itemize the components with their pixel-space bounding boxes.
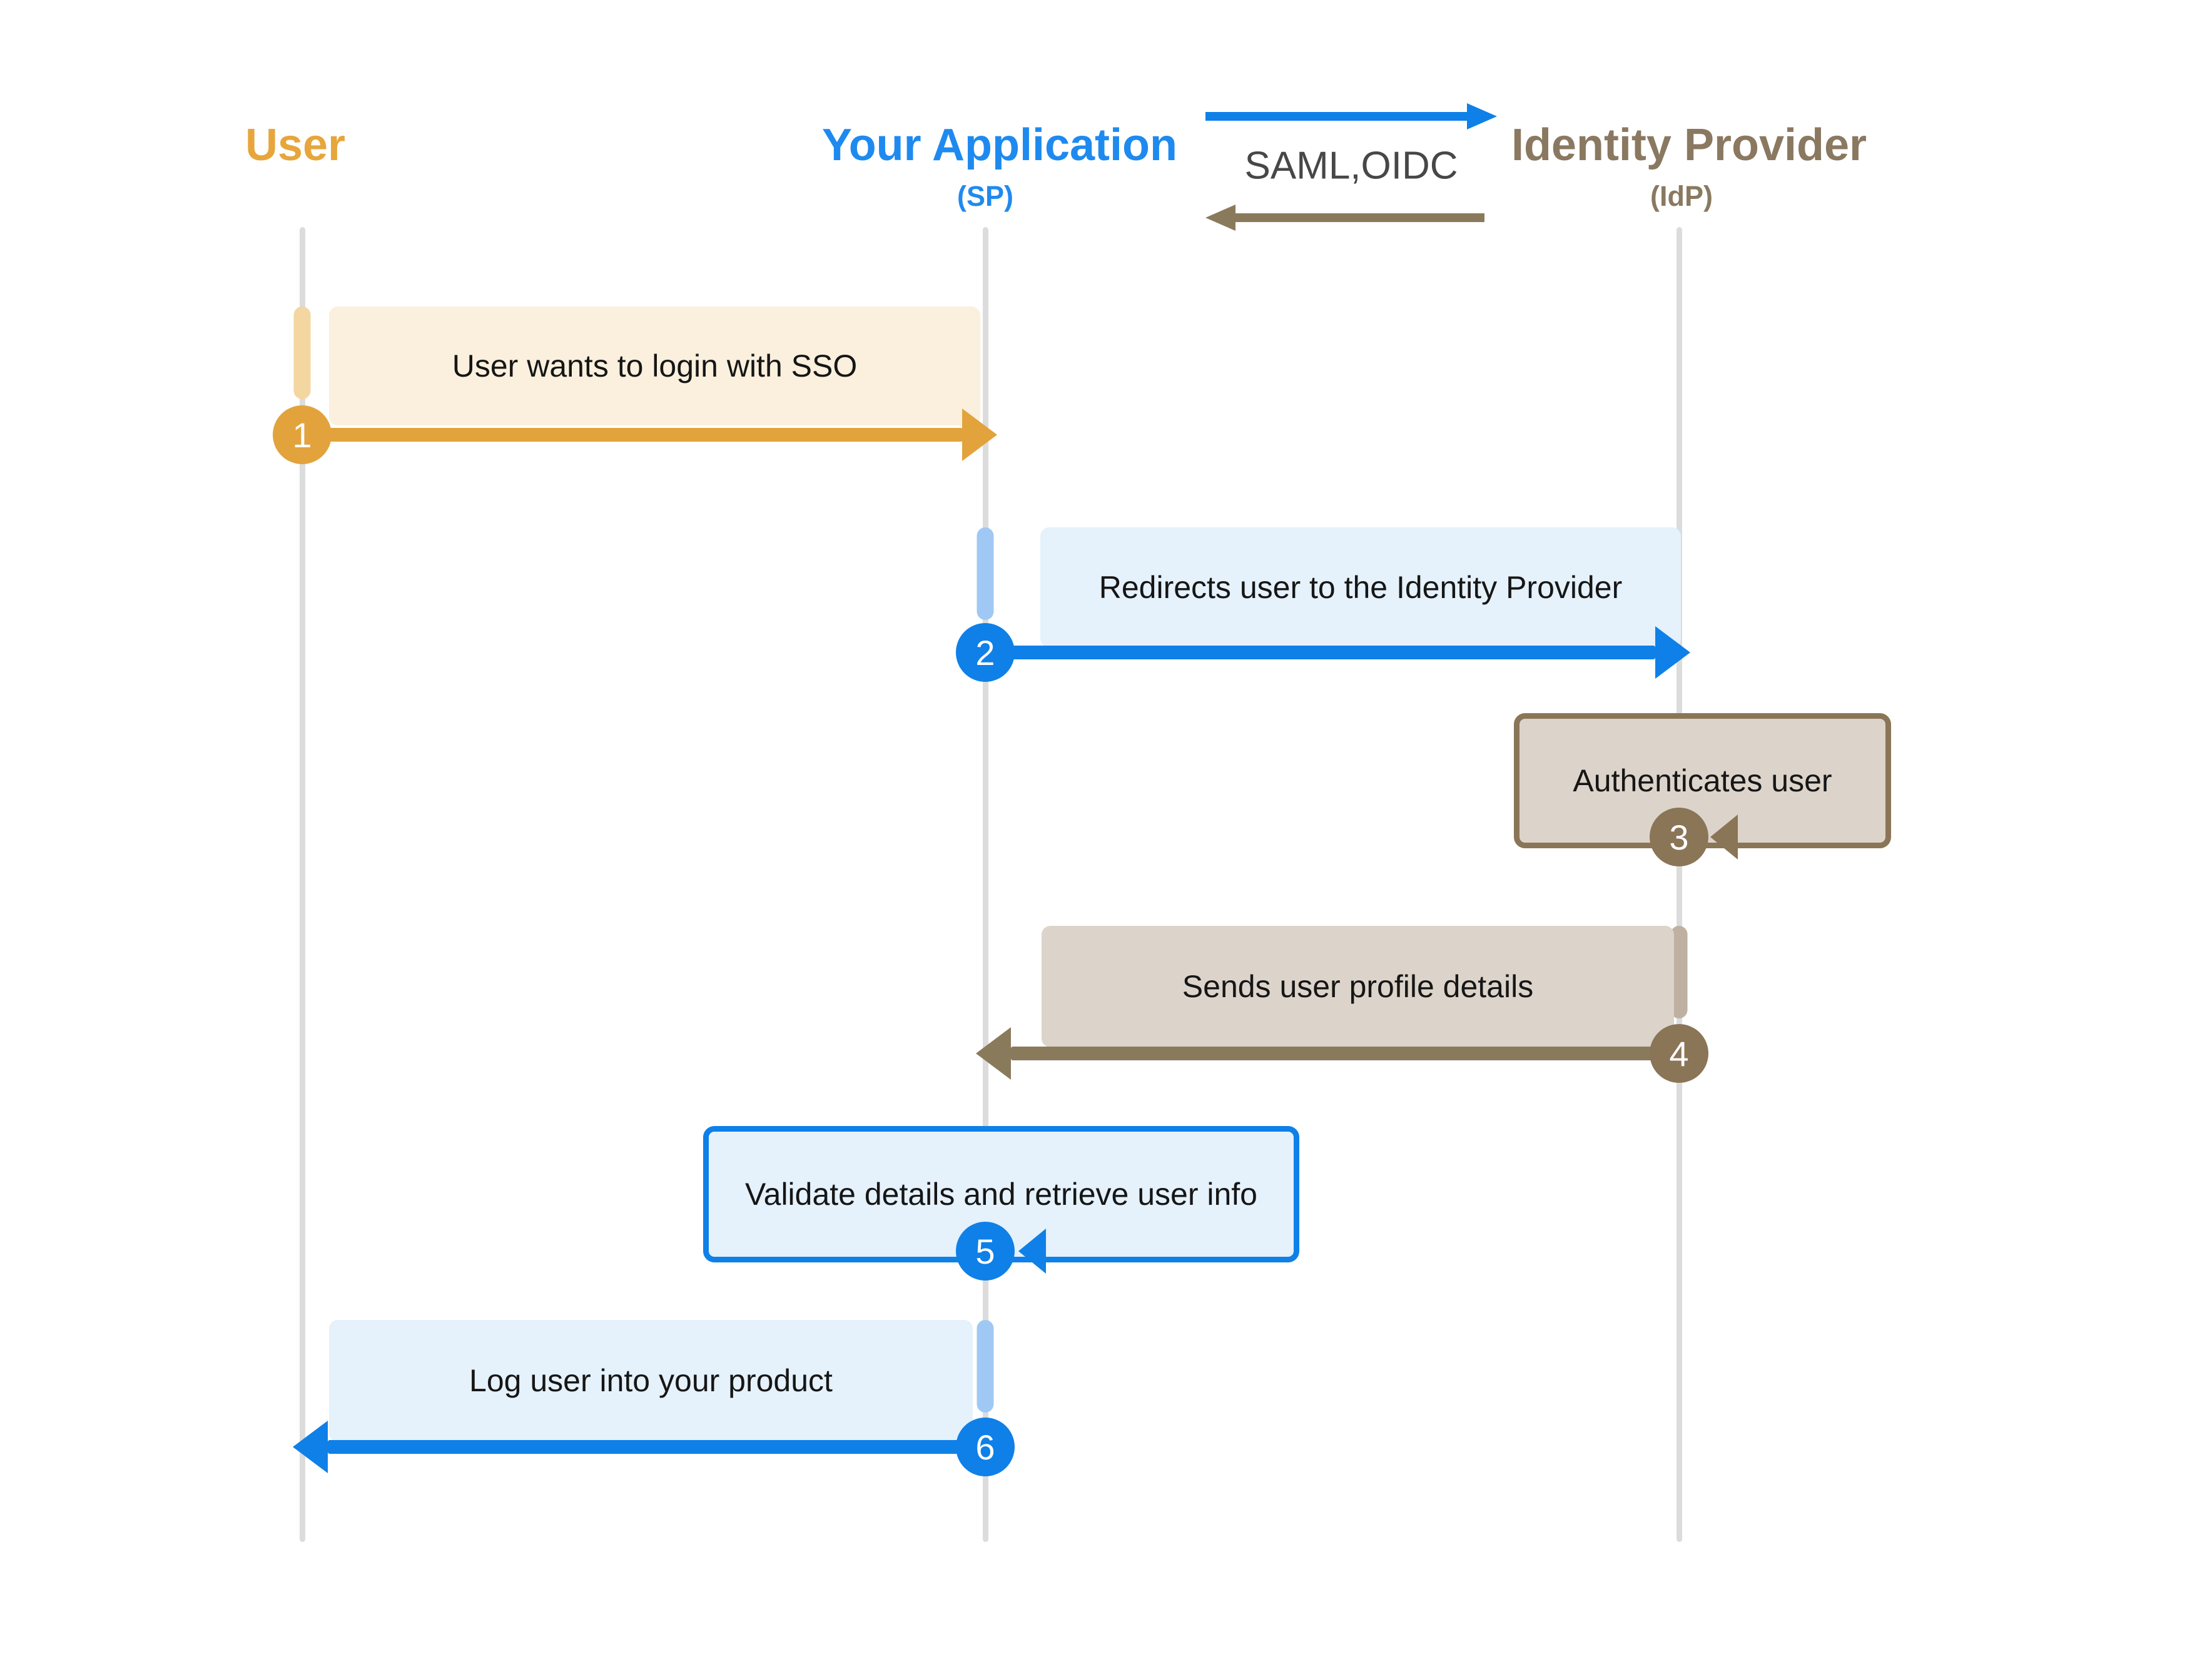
step-4-arrowhead-left-icon	[976, 1027, 1011, 1080]
step-6-message-box: Log user into your product	[329, 1320, 973, 1442]
protocol-label: SAML,OIDC	[1244, 144, 1458, 188]
step-6-arrowhead-left-icon	[293, 1421, 328, 1473]
step-2-number-badge: 2	[956, 623, 1015, 682]
protocol-arrow-to-sp-shaft	[1235, 213, 1484, 222]
lifeline-application	[983, 227, 988, 1542]
step-1-arrowhead-right-icon	[962, 408, 997, 461]
step-6-activation-bar	[977, 1320, 994, 1413]
step-4-message-box: Sends user profile details	[1042, 926, 1674, 1047]
step-6-number-badge: 6	[956, 1418, 1015, 1476]
step-5-arrowhead-left-icon	[1018, 1229, 1046, 1274]
step-2-activation-bar	[977, 527, 994, 620]
lifeline-user	[300, 227, 305, 1542]
step-2-arrow-shaft	[985, 646, 1655, 659]
step-1-message-box: User wants to login with SSO	[329, 307, 980, 425]
step-1-activation-bar	[293, 307, 311, 399]
actor-subtitle-application: (SP)	[957, 180, 1013, 212]
protocol-arrow-to-idp-shaft	[1205, 112, 1468, 121]
step-2-arrowhead-right-icon	[1655, 626, 1690, 679]
actor-subtitle-identity-provider: (IdP)	[1650, 180, 1713, 212]
step-4-number-badge: 4	[1650, 1024, 1708, 1083]
lifeline-identity-provider	[1677, 227, 1682, 1542]
step-5-number-badge: 5	[956, 1222, 1015, 1281]
step-1-number-badge: 1	[273, 405, 332, 464]
step-3-number-badge: 3	[1650, 808, 1708, 866]
step-1-arrow-shaft	[302, 428, 963, 442]
actor-title-user: User	[245, 120, 346, 170]
step-3-arrowhead-left-icon	[1710, 814, 1738, 860]
step-4-arrow-shaft	[1011, 1047, 1679, 1060]
step-6-arrow-shaft	[328, 1440, 985, 1454]
protocol-arrow-left-icon	[1205, 205, 1235, 231]
step-2-message-box: Redirects user to the Identity Provider	[1040, 527, 1681, 647]
actor-title-application: Your Application	[822, 120, 1177, 170]
protocol-arrow-right-icon	[1467, 103, 1497, 129]
actor-title-identity-provider: Identity Provider	[1511, 120, 1867, 170]
